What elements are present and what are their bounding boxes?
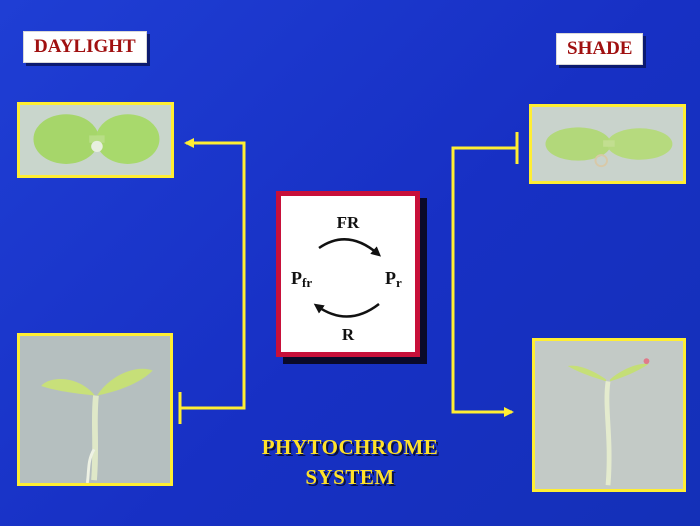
cycle-pr-sub: r	[396, 275, 402, 290]
cycle-top-arrow	[318, 238, 382, 257]
phytochrome-cycle-diagram: FR Pfr Pr R	[291, 213, 402, 344]
phytochrome-cycle-card: FR Pfr Pr R	[276, 191, 420, 357]
shade-cotyledons-photo	[529, 104, 686, 184]
cycle-pfr-label: Pfr	[291, 268, 312, 290]
daylight-seedling-photo	[17, 333, 173, 486]
cycle-pfr-sub: fr	[302, 275, 312, 290]
right-connector	[451, 146, 517, 417]
cycle-pr-label: Pr	[385, 268, 402, 290]
daylight-label: DAYLIGHT	[23, 31, 147, 63]
cycle-bottom-arrow	[313, 303, 380, 318]
cycle-fr-label: FR	[337, 213, 360, 232]
daylight-cotyledons-photo	[17, 102, 174, 178]
shade-seedling-photo	[532, 338, 686, 492]
title-line-1: PHYTOCHROME	[261, 435, 439, 459]
shade-label: SHADE	[556, 33, 644, 65]
cycle-pfr-main: P	[291, 268, 302, 288]
left-connector	[180, 138, 246, 410]
cycle-r-label: R	[342, 325, 355, 344]
slide-title: PHYTOCHROME SYSTEM	[215, 432, 485, 492]
cycle-pr-main: P	[385, 268, 396, 288]
title-line-2: SYSTEM	[305, 465, 395, 489]
